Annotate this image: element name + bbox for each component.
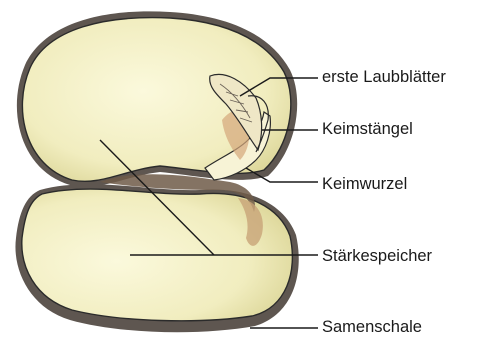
label-seed-coat: Samenschale [322, 319, 422, 336]
label-radicle: Keimwurzel [322, 176, 407, 193]
label-first-leaves: erste Laubblätter [322, 69, 446, 86]
label-starch-storage: Stärkespeicher [322, 248, 432, 265]
label-hypocotyl: Keimstängel [322, 121, 413, 138]
